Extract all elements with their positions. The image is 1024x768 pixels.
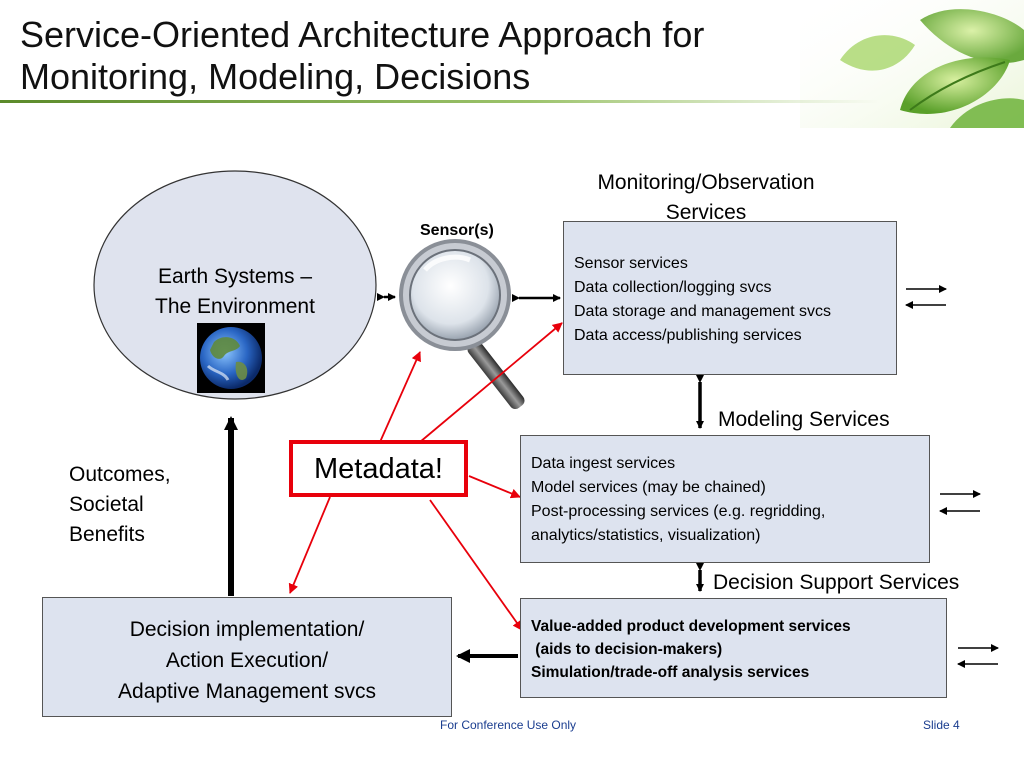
implementation-line-1: Decision implementation/ bbox=[129, 618, 365, 641]
outcomes-line-3: Benefits bbox=[69, 523, 145, 546]
decision-support-io-arrows bbox=[957, 644, 999, 668]
footer-conference-note: For Conference Use Only bbox=[440, 718, 577, 732]
earth-label-line-1: Earth Systems – bbox=[157, 265, 313, 288]
metadata-arrows bbox=[288, 322, 563, 631]
implementation-line-2: Action Execution/ bbox=[165, 649, 329, 672]
outcomes-line-2: Societal bbox=[69, 493, 144, 516]
decision-support-item: Value-added product development services bbox=[531, 618, 851, 635]
earth-systems-ellipse bbox=[93, 170, 377, 400]
slide-title: Service-Oriented Architecture Approach f… bbox=[20, 14, 840, 98]
monitoring-heading: Monitoring/Observation Services bbox=[560, 168, 852, 228]
monitoring-item: Sensor services bbox=[574, 255, 688, 272]
outcomes-line-1: Outcomes, bbox=[69, 463, 171, 486]
monitoring-services-box: Sensor services Data collection/logging … bbox=[563, 221, 897, 375]
monitoring-item: Data collection/logging svcs bbox=[574, 279, 772, 296]
modeling-item: Post-processing services (e.g. regriddin… bbox=[531, 503, 826, 520]
leaf-decoration bbox=[800, 0, 1024, 128]
monitoring-io-arrows bbox=[905, 285, 947, 309]
earth-globe-icon bbox=[197, 323, 265, 393]
modeling-services-box: Data ingest services Model services (may… bbox=[520, 435, 930, 563]
title-line-1: Service-Oriented Architecture Approach f… bbox=[20, 14, 705, 55]
monitoring-heading-line-1: Monitoring/Observation bbox=[597, 171, 815, 194]
slide-number: Slide 4 bbox=[923, 718, 960, 732]
monitoring-item: Data access/publishing services bbox=[574, 327, 802, 344]
decision-implementation-box: Decision implementation/ Action Executio… bbox=[42, 597, 452, 717]
title-underline bbox=[0, 100, 880, 103]
magnifying-glass-icon bbox=[399, 239, 525, 410]
decision-support-box: Value-added product development services… bbox=[520, 598, 947, 698]
monitoring-heading-line-2: Services bbox=[665, 201, 747, 224]
decision-support-heading: Decision Support Services bbox=[713, 571, 960, 594]
earth-label-line-2: The Environment bbox=[155, 295, 315, 318]
outcomes-label: Outcomes, Societal Benefits bbox=[69, 460, 171, 550]
modeling-item: Model services (may be chained) bbox=[531, 479, 766, 496]
earth-systems-label: Earth Systems – The Environment bbox=[120, 262, 350, 322]
modeling-heading: Modeling Services bbox=[718, 408, 890, 431]
modeling-item: Data ingest services bbox=[531, 455, 676, 472]
implementation-line-3: Adaptive Management svcs bbox=[118, 680, 376, 703]
monitoring-item: Data storage and management svcs bbox=[574, 303, 832, 320]
decision-support-item: Simulation/trade-off analysis services bbox=[531, 664, 810, 681]
sensor-label: Sensor(s) bbox=[420, 222, 494, 239]
modeling-item: analytics/statistics, visualization) bbox=[531, 527, 761, 544]
metadata-box: Metadata! bbox=[289, 440, 468, 497]
metadata-label: Metadata! bbox=[314, 453, 443, 485]
decision-support-item: (aids to decision-makers) bbox=[531, 641, 723, 658]
modeling-io-arrows bbox=[939, 490, 981, 515]
title-line-2: Monitoring, Modeling, Decisions bbox=[20, 56, 531, 97]
